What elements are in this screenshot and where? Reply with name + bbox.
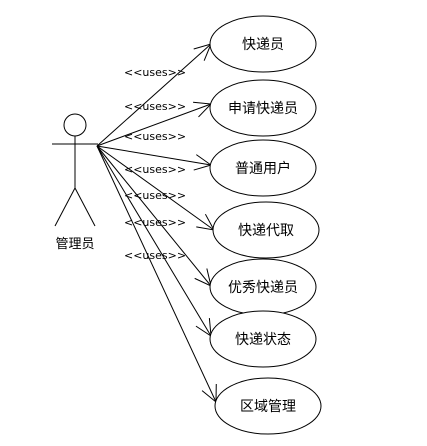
association-line-normal-user [96, 145, 212, 166]
use-case-excellent-courier-label: 优秀快递员 [228, 280, 298, 296]
use-case-delivery-status-label: 快递状态 [235, 332, 291, 348]
use-case-area-management[interactable]: 区域管理 [214, 377, 322, 435]
association-line-delivery-status [96, 145, 212, 337]
use-cases: 快递员 申请快递员 普通用户 快递代取 优秀快递员 快递状态 区域管理 [209, 15, 322, 435]
uses-label-apply-courier: <<uses>> [124, 100, 186, 113]
uses-label-courier: <<uses>> [124, 66, 186, 79]
use-case-pickup-proxy[interactable]: 快递代取 [212, 201, 320, 259]
uses-label-pickup-proxy: <<uses>> [124, 163, 186, 176]
association-line-excellent-courier [96, 145, 212, 287]
use-case-pickup-proxy-ellipse [212, 201, 320, 259]
use-case-excellent-courier[interactable]: 优秀快递员 [209, 258, 317, 316]
actor-head [63, 113, 87, 137]
use-case-area-management-ellipse [214, 377, 322, 435]
use-case-courier-ellipse [209, 15, 317, 73]
use-case-delivery-status-ellipse [209, 310, 317, 368]
association-lines [96, 43, 217, 404]
association-line-pickup-proxy [96, 145, 215, 231]
actor-left-leg [54, 187, 76, 227]
use-case-delivery-status[interactable]: 快递状态 [209, 310, 317, 368]
use-case-apply-courier[interactable]: 申请快递员 [209, 79, 317, 137]
use-case-area-management-label: 区域管理 [240, 399, 296, 415]
uses-label-normal-user: <<uses>> [124, 130, 186, 143]
arrowhead-delivery-status [195, 318, 212, 337]
use-case-courier-label: 快递员 [242, 37, 284, 53]
uses-label-delivery-status: <<uses>> [124, 216, 186, 229]
use-case-normal-user-label: 普通用户 [235, 160, 291, 177]
actor-right-leg [74, 187, 96, 227]
use-case-courier[interactable]: 快递员 [209, 15, 317, 73]
stereotype-labels: <<uses>> <<uses>> <<uses>> <<uses>> <<us… [124, 66, 186, 262]
actor-admin: 管理员 [52, 113, 98, 252]
use-case-pickup-proxy-label: 快递代取 [238, 223, 294, 239]
uses-label-excellent-courier: <<uses>> [124, 189, 186, 202]
association-line-apply-courier [96, 103, 212, 147]
association-line-courier [96, 43, 212, 147]
use-case-apply-courier-label: 申请快递员 [228, 101, 298, 117]
uses-label-area-management: <<uses>> [124, 249, 186, 262]
use-case-apply-courier-ellipse [209, 79, 317, 137]
use-case-normal-user[interactable]: 普通用户 [209, 139, 317, 197]
association-line-area-management [96, 145, 217, 403]
actor-label: 管理员 [55, 237, 94, 252]
use-case-normal-user-ellipse [209, 139, 317, 197]
